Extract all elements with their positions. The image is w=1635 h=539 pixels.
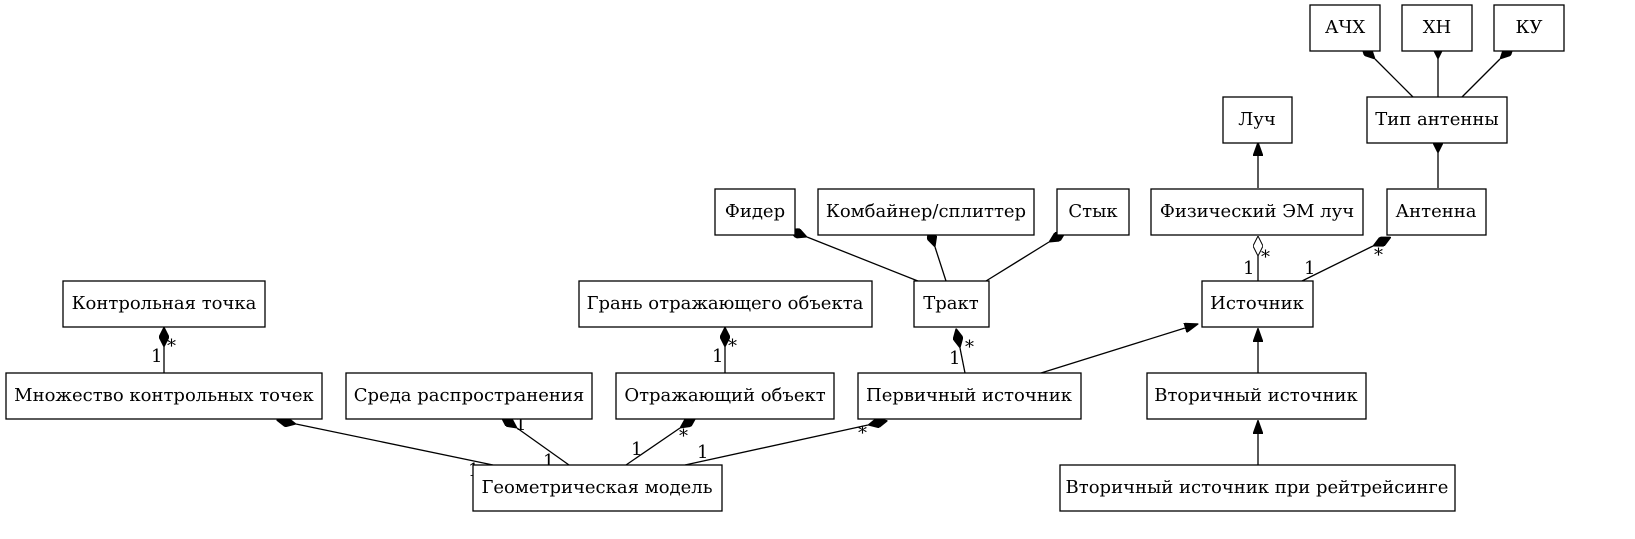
mult-geo-perv-many: * — [858, 423, 867, 444]
class-kombainer: Комбайнер/сплиттер — [817, 188, 1035, 236]
class-vtorichny: Вторичный источник — [1146, 372, 1367, 420]
mult-ist-fiz-many: * — [1261, 247, 1270, 268]
class-label: Фидер — [725, 201, 785, 222]
mult-mn-kt-many: * — [167, 336, 176, 357]
class-label: Геометрическая модель — [481, 477, 712, 498]
class-label: Физический ЭМ луч — [1160, 201, 1354, 222]
class-fider: Фидер — [714, 188, 796, 236]
class-label: ХН — [1423, 17, 1452, 38]
edge-ist-antenna — [1301, 246, 1373, 282]
class-label: АЧХ — [1325, 17, 1366, 38]
mult-mn-kt-one: 1 — [151, 346, 162, 367]
class-label: Контрольная точка — [72, 293, 257, 314]
mult-ist-fiz-one: 1 — [1243, 258, 1254, 279]
class-label: Вторичный источник — [1154, 385, 1358, 406]
class-trakt: Тракт — [913, 280, 990, 328]
class-tip-anteny: Тип антенны — [1366, 96, 1508, 144]
mult-otr-gran-one: 1 — [712, 346, 723, 367]
mult-geo-sreda-one: 1 — [515, 414, 526, 435]
class-label: Антенна — [1396, 201, 1477, 222]
class-geom-model: Геометрическая модель — [472, 464, 723, 512]
class-label: Тракт — [923, 293, 979, 314]
class-label: Вторичный источник при рейтрейсинге — [1066, 477, 1449, 498]
mult-geo-perv-one: 1 — [697, 442, 708, 463]
edge-tip-achh — [1375, 59, 1414, 98]
edge-trakt-kombainer — [935, 247, 947, 282]
class-ku: КУ — [1493, 4, 1565, 52]
mult-perv-trakt-one: 1 — [949, 348, 960, 369]
edge-trakt-fider — [807, 237, 929, 286]
class-label: Среда распространения — [354, 385, 584, 406]
edge-trakt-styk — [985, 242, 1049, 282]
mult-geo-otr-many: * — [679, 426, 688, 447]
class-label: Комбайнер/сплиттер — [826, 201, 1026, 222]
class-pervichny: Первичный источник — [857, 372, 1082, 420]
class-gran: Грань отражающего объекта — [578, 280, 873, 328]
edge-perv-ist — [1040, 328, 1185, 374]
class-label: Луч — [1238, 109, 1276, 130]
class-fiz-em-luch: Физический ЭМ луч — [1150, 188, 1364, 236]
mult-ist-ant-one: 1 — [1304, 258, 1315, 279]
edge-perv-trakt — [960, 348, 966, 374]
class-label: Тип антенны — [1375, 109, 1498, 130]
class-antenna: Антенна — [1386, 188, 1487, 236]
class-label: Множество контрольных точек — [14, 385, 314, 406]
class-label: Источник — [1210, 293, 1304, 314]
class-styk: Стык — [1056, 188, 1130, 236]
class-mnozhestvo: Множество контрольных точек — [5, 372, 323, 420]
class-istochnik: Источник — [1201, 280, 1314, 328]
edge-geo-perv — [684, 425, 868, 466]
class-sreda: Среда распространения — [345, 372, 593, 420]
edge-geo-mn — [296, 424, 494, 466]
class-label: Первичный источник — [866, 385, 1073, 406]
mult-geo-otr-one: 1 — [631, 439, 642, 460]
class-achh: АЧХ — [1309, 4, 1381, 52]
class-label: Стык — [1068, 201, 1118, 222]
mult-perv-trakt-many: * — [965, 337, 974, 358]
class-label: Грань отражающего объекта — [587, 293, 864, 314]
class-label: Отражающий объект — [624, 385, 825, 406]
class-label: КУ — [1516, 17, 1543, 38]
class-xn: ХН — [1401, 4, 1473, 52]
mult-ist-ant-many: * — [1374, 245, 1383, 266]
class-otr-obekt: Отражающий объект — [615, 372, 835, 420]
edge-geo-otr — [625, 428, 680, 466]
edge-tip-ku — [1461, 59, 1500, 98]
class-luch: Луч — [1222, 96, 1293, 144]
edge-geo-sreda — [517, 428, 570, 466]
class-kontrolnaya-tochka: Контрольная точка — [62, 280, 266, 328]
mult-geo-sreda-one-b: 1 — [543, 451, 554, 472]
class-vtorichny-ray: Вторичный источник при рейтрейсинге — [1059, 464, 1456, 512]
mult-otr-gran-many: * — [728, 336, 737, 357]
